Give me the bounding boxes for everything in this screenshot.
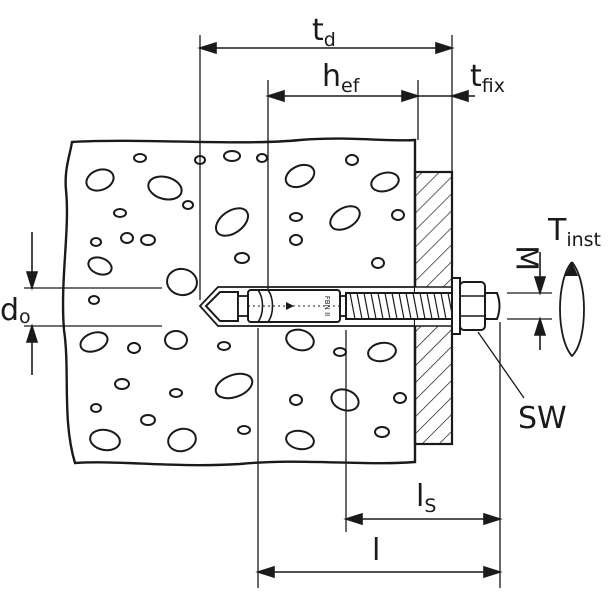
- label-ls: lS: [416, 479, 436, 517]
- dimension-labels: td hef tfix Tinst M do SW lS l: [0, 13, 601, 568]
- arrow-marking-icon: [286, 302, 294, 310]
- anchor-marking-text: FBN II: [323, 296, 331, 316]
- torque-arrow-icon: [559, 261, 585, 358]
- label-tfix: tfix: [470, 59, 505, 97]
- label-m: M: [509, 245, 544, 271]
- aggregate-stones: [79, 150, 407, 453]
- rod-end: [484, 292, 501, 320]
- label-sw: SW: [518, 401, 567, 436]
- dimension-arrows: [25, 41, 547, 579]
- label-tinst: Tinst: [547, 213, 601, 251]
- label-l: l: [372, 533, 380, 568]
- hex-nut: [459, 281, 486, 331]
- washer: [451, 277, 461, 335]
- label-hef: hef: [322, 59, 361, 97]
- label-do: do: [0, 293, 31, 328]
- label-td: td: [312, 13, 336, 51]
- anchor-bolt: FBN II: [204, 277, 501, 335]
- dimension-lines: [24, 35, 552, 588]
